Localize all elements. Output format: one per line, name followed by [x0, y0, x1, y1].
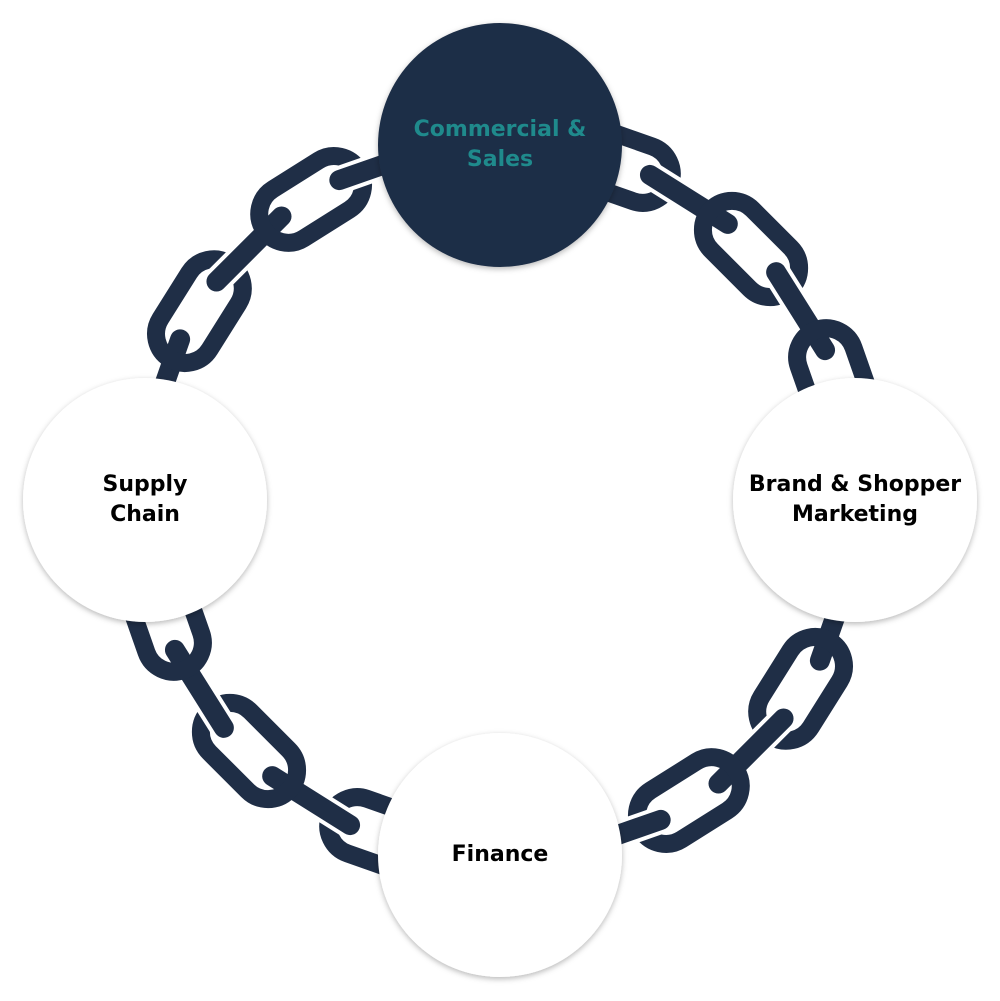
node-label: Chain	[110, 502, 180, 527]
node-circle	[23, 378, 267, 622]
node-label: Finance	[452, 842, 549, 867]
node-label: Commercial &	[414, 117, 587, 142]
node-circle	[378, 23, 622, 267]
node-circle	[378, 733, 622, 977]
node-label: Sales	[467, 147, 533, 172]
node-label: Supply	[103, 472, 188, 497]
node-commercial: Commercial & Sales	[378, 23, 622, 267]
node-label: Brand & Shopper	[749, 472, 961, 497]
node-circle	[733, 378, 977, 622]
node-label: Marketing	[792, 502, 918, 527]
node-finance: Finance	[378, 733, 622, 977]
